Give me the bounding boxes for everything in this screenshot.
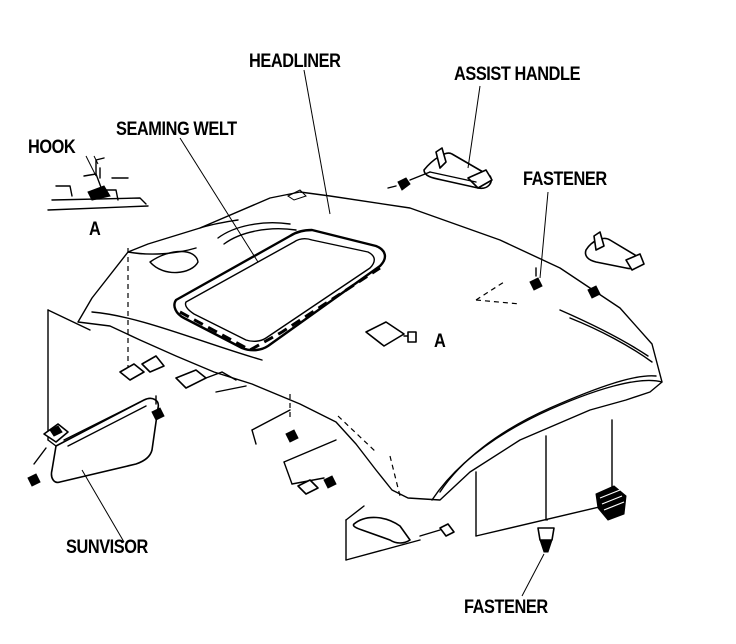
label-fastener-upper: FASTENER	[523, 169, 607, 190]
label-assist-handle: ASSIST HANDLE	[454, 64, 581, 85]
assist-handle-front	[584, 231, 645, 299]
clip-a-part	[365, 321, 417, 347]
fastener-lower	[475, 419, 613, 553]
leader-seaming-welt	[179, 137, 259, 263]
detail-a-hook-inset	[47, 155, 149, 211]
label-detail-a-hook: A	[89, 219, 101, 240]
leader-assist-handle	[467, 85, 481, 169]
leader-fastener-upper	[539, 191, 549, 279]
leader-hook	[85, 155, 97, 177]
front-direction-arrow	[595, 485, 627, 521]
label-headliner: HEADLINER	[249, 51, 341, 72]
assist-handle-rear	[387, 147, 493, 191]
label-fastener-lower: FASTENER	[464, 597, 548, 618]
leader-headliner	[303, 69, 331, 215]
label-sunvisor: SUNVISOR	[66, 537, 148, 558]
label-detail-a-clip: A	[434, 331, 446, 352]
headliner-panel	[77, 189, 663, 501]
sunvisor-assembly	[27, 309, 247, 487]
side-trim-parts	[251, 409, 455, 561]
leader-fastener-lower	[521, 553, 545, 597]
leader-lines	[81, 69, 549, 597]
leader-sunvisor	[81, 469, 125, 543]
label-seaming-welt: SEAMING WELT	[116, 119, 237, 140]
sunroof-opening	[173, 228, 387, 352]
label-hook: HOOK	[28, 137, 76, 158]
fastener-upper	[529, 267, 543, 291]
